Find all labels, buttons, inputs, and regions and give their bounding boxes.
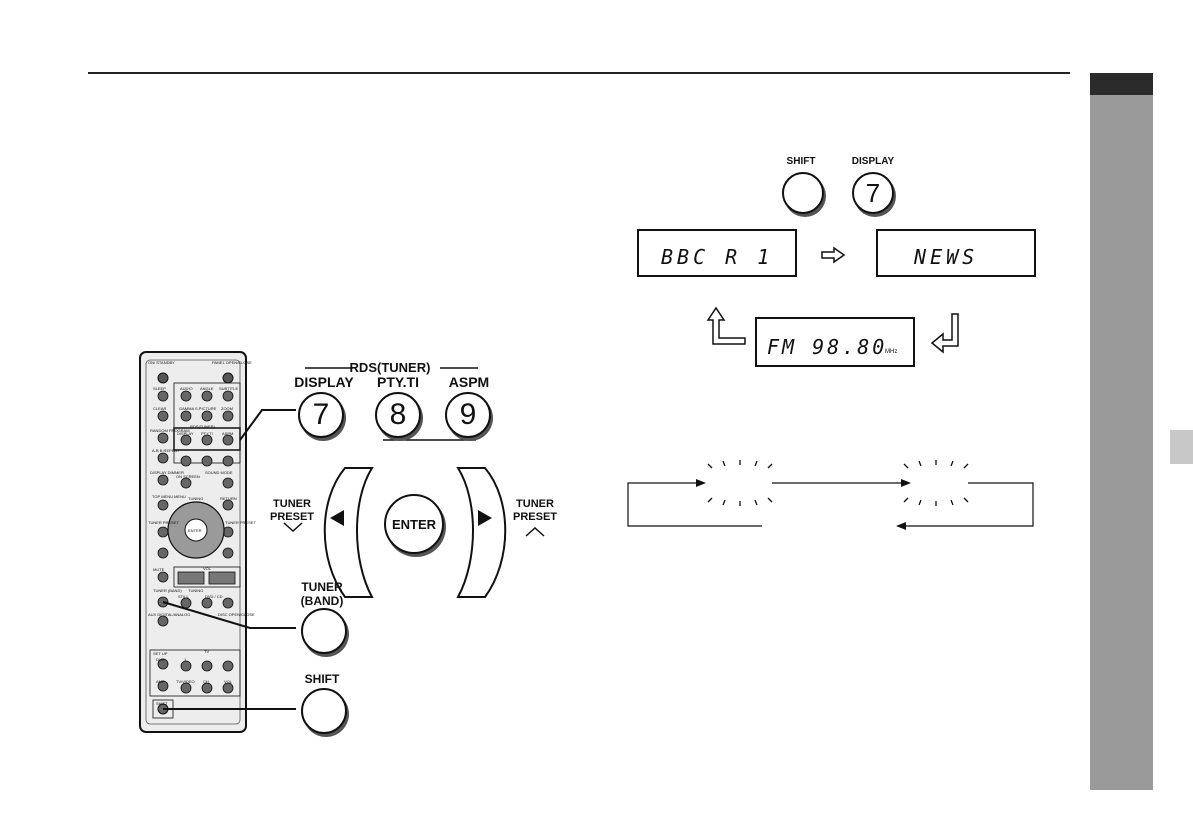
tuner-preset-right-key (456, 467, 507, 598)
shift-key-label: SHIFT (304, 672, 340, 686)
enter-button[interactable]: ENTER (384, 494, 444, 554)
pty-ti-8-button[interactable]: 8 (375, 392, 421, 438)
remote-label-tv: TV (204, 649, 210, 654)
remote-label-tuner-preset-l: TUNER PRESET (148, 520, 179, 525)
tuner-preset-left-label: TUNER PRESET (269, 498, 314, 523)
remote-label-sound-mode: SOUND MODE (205, 470, 233, 475)
remote-label-dvd: DVD (156, 657, 165, 662)
rds-tuner-label: RDS(TUNER) (349, 360, 431, 375)
tuner-preset-right-label: TUNER PRESET (512, 498, 557, 523)
blinking-indicator-right (903, 460, 969, 506)
arrow-right-icon (821, 246, 846, 264)
remote-label-tuning-b: TUNING (188, 588, 204, 593)
remote-label-clear: CLEAR (153, 406, 167, 411)
remote-label-display: DISPLAY (177, 431, 194, 436)
remote-label-onscreen: ON SCREEN (176, 474, 200, 479)
remote-label-gamma: GAMMA (179, 406, 195, 411)
remote-label-random: RANDOM PROGRAM (150, 428, 190, 433)
lcd-station-text: BBC R 1 (661, 245, 774, 269)
remote-label-tuner-band: TUNER (BAND) (153, 588, 182, 593)
remote-label-aspm: ASPM (222, 431, 234, 436)
shift-button[interactable] (301, 688, 347, 734)
arrow-up-corner-icon (706, 306, 746, 345)
remote-label-vol-s: VOL (224, 679, 233, 684)
arrow-down-corner-icon (930, 313, 959, 354)
pty-ti-key-label: PTY.TI (376, 374, 419, 390)
remote-label-return: RETURN (220, 496, 237, 501)
remote-label-rds: RDS(TUNER) (190, 424, 215, 429)
blinking-indicator-left (707, 460, 773, 506)
lcd-program-type: NEWS (876, 229, 1036, 277)
remote-label-dimmer: DISPLAY DIMMER (150, 470, 184, 475)
remote-label-dvdcd: DVD / CD (205, 594, 223, 599)
tuner-band-button[interactable] (301, 608, 347, 654)
remote-label-tvvideo: TV/VIDEO (176, 679, 195, 684)
remote-label-shift: SHIFT (156, 701, 168, 706)
remote-label-disc: DISC OPEN/CLOSE (218, 612, 255, 617)
section-tab-marker (1170, 430, 1193, 464)
remote-label-abrepeat: A-B B REPEAT (152, 448, 180, 453)
remote-label-panel: PANEL OPEN/CLOSE (212, 360, 252, 365)
remote-label-sleep: SLEEP (153, 386, 166, 391)
cycle-display-label: DISPLAY (851, 156, 895, 167)
remote-label-ch: CH (203, 679, 209, 684)
remote-label-aux: AUX DIGITAL/ANALOG (148, 612, 191, 617)
remote-label-ch1: 1 (184, 657, 187, 662)
remote-label-subtitle: SUBTITLE (219, 386, 239, 391)
remote-label-topmenu: TOP MENU MENU (152, 494, 186, 499)
display-key-label: DISPLAY (294, 374, 354, 390)
tuner-preset-left-key (323, 467, 374, 598)
remote-label-audio: AUDIO (180, 386, 193, 391)
remote-label-zoom: ZOOM (221, 406, 233, 411)
aspm-key-label: ASPM (448, 374, 490, 390)
aspm-9-button[interactable]: 9 (445, 392, 491, 438)
remote-label-mute: MUTE (153, 567, 165, 572)
remote-label-enter: ENTER (188, 528, 202, 533)
lcd-station-name: BBC R 1 (637, 229, 797, 277)
remote-label-angle: ANGLE (200, 386, 214, 391)
section-tab-grey (1090, 95, 1153, 790)
remote-label-standby: ON/ STANDBY (148, 360, 175, 365)
remote-label-spicture: S.PICTURE (195, 406, 217, 411)
lcd-frequency-unit: MHz (885, 349, 898, 355)
remote-label-amp: AMP (156, 679, 165, 684)
cycle-shift-label: SHIFT (786, 156, 816, 167)
remote-label-ptyti: PTY.TI (201, 431, 213, 436)
header-rule (88, 72, 1070, 74)
remote-label-vol: VOL (203, 566, 212, 571)
remote-label-tuner-preset-r: TUNER PRESET (225, 520, 256, 525)
lcd-frequency: FM 98.80 MHz (755, 317, 915, 367)
section-tab-dark (1090, 73, 1153, 95)
remote-label-setup: SET UP (153, 651, 168, 656)
cycle-display-7-button[interactable]: 7 (852, 172, 894, 214)
lcd-frequency-text: FM 98.80 (767, 335, 888, 359)
lcd-program-text: NEWS (914, 245, 979, 269)
tuner-band-label: TUNER (BAND) (300, 580, 344, 608)
cycle-shift-button[interactable] (782, 172, 824, 214)
remote-label-tuning: TUNING (188, 496, 204, 501)
remote-label-still: STILL (178, 594, 189, 599)
display-7-button[interactable]: 7 (298, 392, 344, 438)
